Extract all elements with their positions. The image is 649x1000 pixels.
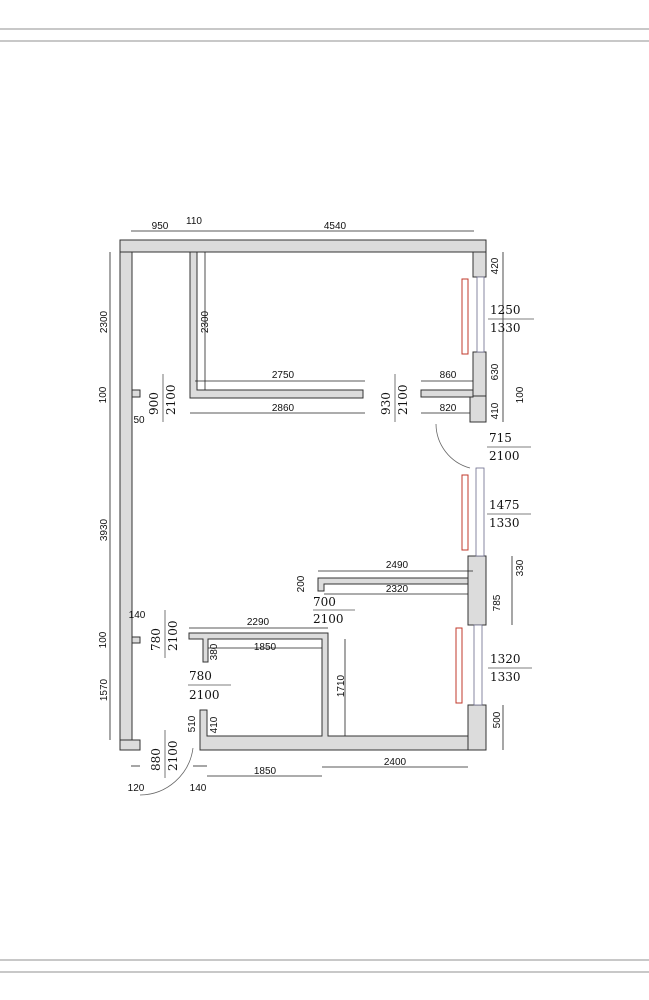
dim-label: 2290 xyxy=(247,617,270,628)
dim-label: 1850 xyxy=(254,766,277,777)
dim-label: 860 xyxy=(440,370,457,381)
dim-label: 820 xyxy=(440,403,457,414)
window-label: 1475 1330 xyxy=(487,498,531,530)
dim-label: 100 xyxy=(515,386,526,403)
dim-label: 2490 xyxy=(386,560,409,571)
door-swing-arc xyxy=(139,747,194,796)
door-label: 930 2100 xyxy=(379,374,410,422)
partition-wall xyxy=(420,389,474,398)
wall-stub xyxy=(131,389,141,398)
wall-right xyxy=(467,555,487,626)
door-label: 780 2100 xyxy=(149,610,180,658)
svg-text:880: 880 xyxy=(149,748,163,771)
dim-label: 1570 xyxy=(99,678,110,701)
dim-label: 2300 xyxy=(200,310,211,333)
wall-right xyxy=(469,395,487,423)
bathroom-walls xyxy=(188,632,469,751)
window xyxy=(473,624,483,706)
svg-text:1475: 1475 xyxy=(489,498,520,512)
svg-text:780: 780 xyxy=(149,628,163,651)
radiator xyxy=(461,474,469,551)
dim-label: 330 xyxy=(515,559,526,576)
svg-text:900: 900 xyxy=(147,392,161,415)
svg-text:2100: 2100 xyxy=(313,612,344,626)
radiator xyxy=(461,278,469,355)
svg-text:1320: 1320 xyxy=(490,652,521,666)
door-label: 700 2100 xyxy=(313,595,355,626)
window xyxy=(475,467,485,557)
walls xyxy=(119,239,487,751)
bottom-border-line xyxy=(0,971,649,973)
svg-text:1330: 1330 xyxy=(490,321,521,335)
top-border-line xyxy=(0,28,649,30)
svg-text:1330: 1330 xyxy=(490,670,521,684)
dim-label: 500 xyxy=(492,711,503,728)
dim-label: 950 xyxy=(152,221,169,232)
svg-text:780: 780 xyxy=(189,669,212,683)
svg-text:2100: 2100 xyxy=(189,688,220,702)
opening-labels: 900 2100 930 2100 1250 1330 715 2100 147… xyxy=(147,303,534,778)
svg-text:2100: 2100 xyxy=(166,620,180,651)
dim-label: 2320 xyxy=(386,584,409,595)
dim-label: 380 xyxy=(209,643,220,660)
svg-text:930: 930 xyxy=(379,392,393,415)
dim-label: 140 xyxy=(190,783,207,794)
svg-text:2100: 2100 xyxy=(489,449,520,463)
dim-label: 410 xyxy=(490,402,501,419)
dim-label: 1710 xyxy=(336,674,347,697)
wall-right xyxy=(472,351,487,397)
window xyxy=(476,276,485,353)
dim-label: 200 xyxy=(296,575,307,592)
dim-label: 2860 xyxy=(272,403,295,414)
svg-text:715: 715 xyxy=(489,431,512,445)
dim-label: 4540 xyxy=(324,221,347,232)
dim-label: 785 xyxy=(492,594,503,611)
dim-label: 510 xyxy=(187,715,198,732)
dim-label: 2400 xyxy=(384,757,407,768)
dim-label: 420 xyxy=(490,257,501,274)
dim-label: 2750 xyxy=(272,370,295,381)
dim-label: 120 xyxy=(128,783,145,794)
dim-label: 1850 xyxy=(254,642,277,653)
window-label: 1320 1330 xyxy=(488,652,532,684)
partition-wall xyxy=(189,251,364,399)
bottom-border-line xyxy=(0,959,649,961)
door-label: 880 2100 xyxy=(149,730,180,778)
window-label: 1250 1330 xyxy=(488,303,534,335)
corridor-wall xyxy=(317,577,469,592)
dim-label: 100 xyxy=(98,386,109,403)
wall-stub xyxy=(131,636,141,644)
radiator xyxy=(455,627,463,704)
wall-right xyxy=(472,251,487,278)
svg-text:700: 700 xyxy=(313,595,336,609)
dim-label: 100 xyxy=(98,631,109,648)
svg-text:2100: 2100 xyxy=(396,384,410,415)
svg-text:2100: 2100 xyxy=(164,384,178,415)
wall-left xyxy=(119,251,133,751)
dim-label: 140 xyxy=(129,610,146,621)
door-label: 900 2100 xyxy=(147,374,178,422)
dim-label: 630 xyxy=(490,363,501,380)
dimension-labels: 950 110 4540 2300 2300 2750 2860 860 820… xyxy=(98,216,526,794)
svg-text:1330: 1330 xyxy=(489,516,520,530)
door-label: 715 2100 xyxy=(487,431,531,463)
top-border-line xyxy=(0,40,649,42)
dim-label: 3930 xyxy=(99,518,110,541)
dim-label: 110 xyxy=(186,216,202,227)
wall-right xyxy=(467,704,487,751)
wall-bottom-left-stub xyxy=(119,739,141,751)
door-label: 780 2100 xyxy=(188,669,231,702)
svg-text:2100: 2100 xyxy=(166,740,180,771)
dim-label: 410 xyxy=(209,716,220,733)
dim-label: 50 xyxy=(133,415,145,426)
dim-label: 2300 xyxy=(99,310,110,333)
svg-text:1250: 1250 xyxy=(490,303,521,317)
wall-top xyxy=(119,239,487,253)
windows xyxy=(455,276,485,706)
dimension-lines xyxy=(109,230,513,777)
door-swing-arc xyxy=(435,423,471,469)
